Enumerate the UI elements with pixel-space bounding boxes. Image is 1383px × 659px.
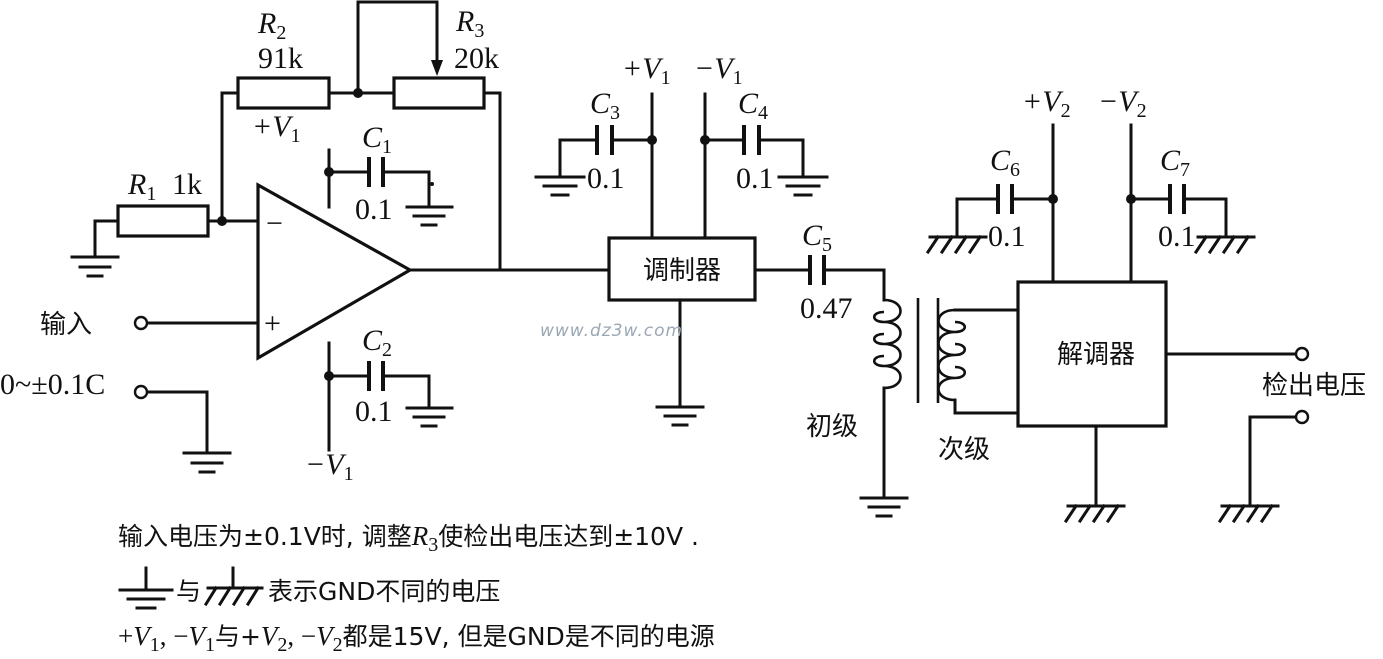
c4-value: 0.1 (736, 162, 774, 195)
output-terminal-2[interactable] (1294, 409, 1310, 425)
c1-value: 0.1 (355, 193, 393, 226)
resistor-r3 (392, 76, 486, 110)
ground-icon (534, 175, 586, 197)
c5-ref: C5 (802, 219, 832, 256)
r3-ref: R3 (455, 5, 484, 42)
capacitor-c5 (808, 255, 826, 285)
mod-supply-pos: +V1 (622, 52, 671, 89)
opamp-plus: + (264, 307, 281, 340)
c2-ref: C2 (362, 324, 392, 361)
ground-icon (182, 451, 232, 474)
c3-ref: C3 (590, 87, 620, 124)
modulator-block (607, 236, 757, 302)
capacitor-c7 (1168, 184, 1186, 214)
chassis-ground-icon (925, 234, 988, 255)
c7-value: 0.1 (1158, 220, 1196, 253)
ground-icon (655, 405, 705, 427)
demodulator-block (1016, 280, 1168, 428)
r3-value: 20k (454, 42, 499, 75)
ground-icon (859, 496, 909, 518)
capacitor-c6 (996, 184, 1014, 214)
c1-ref: C1 (362, 121, 392, 158)
ground-icon (777, 175, 829, 197)
demodulator-label: 解调器 (1057, 340, 1135, 370)
watermark: www.dz3w.com (540, 321, 683, 341)
note-line-1: 输入电压为±0.1V时, 调整R3使检出电压达到±10V . (118, 521, 699, 556)
ground-icon (70, 255, 120, 278)
r2-value: 91k (258, 42, 303, 75)
opamp-supply-pos: +V1 (252, 110, 301, 147)
input-terminal-2[interactable] (133, 384, 149, 400)
transformer (873, 298, 966, 403)
junction-dots (217, 88, 1136, 381)
c7-ref: C7 (1160, 144, 1190, 181)
c4-ref: C4 (738, 87, 768, 124)
c2-value: 0.1 (355, 395, 393, 428)
chassis-ground-icon (1217, 503, 1280, 524)
r3-wiper-arrow-icon (431, 60, 443, 76)
capacitor-c4 (742, 125, 761, 155)
input-range-label: 0~±0.1C (0, 368, 105, 401)
capacitor-c1 (367, 157, 385, 187)
chassis-ground-icon (1193, 234, 1256, 255)
capacitor-c2 (367, 361, 385, 391)
primary-coil (883, 298, 902, 390)
ground-icon (405, 205, 454, 227)
opamp-supply-neg: −V1 (305, 448, 354, 485)
input-terminal-1[interactable] (133, 315, 149, 331)
op-amp (256, 182, 414, 361)
secondary-coil (937, 308, 956, 402)
demod-supply-pos: +V2 (1022, 85, 1071, 122)
c5-value: 0.47 (800, 292, 853, 325)
input-label: 输入 (40, 310, 92, 340)
modulator-label: 调制器 (643, 256, 721, 286)
secondary-label: 次级 (938, 435, 990, 465)
note-line-2: 表示GND不同的电压 (268, 577, 500, 606)
note-line-2-mid: 与 (176, 577, 201, 606)
wires (93, 0, 1298, 507)
capacitor-c3 (595, 125, 614, 155)
c3-value: 0.1 (587, 162, 625, 195)
mod-supply-neg: −V1 (694, 52, 743, 89)
note-ground-symbol-icon (118, 566, 174, 610)
note-line-3: +V1, −V1与+V2, −V2都是15V, 但是GND是不同的电源 (118, 621, 715, 656)
c6-value: 0.1 (988, 220, 1026, 253)
resistor-r1 (116, 204, 210, 238)
primary-label: 初级 (806, 412, 858, 442)
r1-ref: R1 (127, 168, 156, 205)
r1-value: 1k (172, 168, 202, 201)
r2-ref: R2 (257, 7, 286, 44)
ground-icon (405, 406, 454, 428)
chassis-ground-icon (1063, 503, 1126, 524)
output-label: 检出电压 (1262, 371, 1366, 401)
c6-ref: C6 (990, 144, 1020, 181)
demod-supply-neg: −V2 (1098, 85, 1147, 122)
opamp-minus: − (266, 207, 283, 240)
note-chassis-ground-icon (203, 566, 264, 607)
output-terminal-1[interactable] (1294, 346, 1310, 362)
resistor-r2 (236, 76, 331, 110)
